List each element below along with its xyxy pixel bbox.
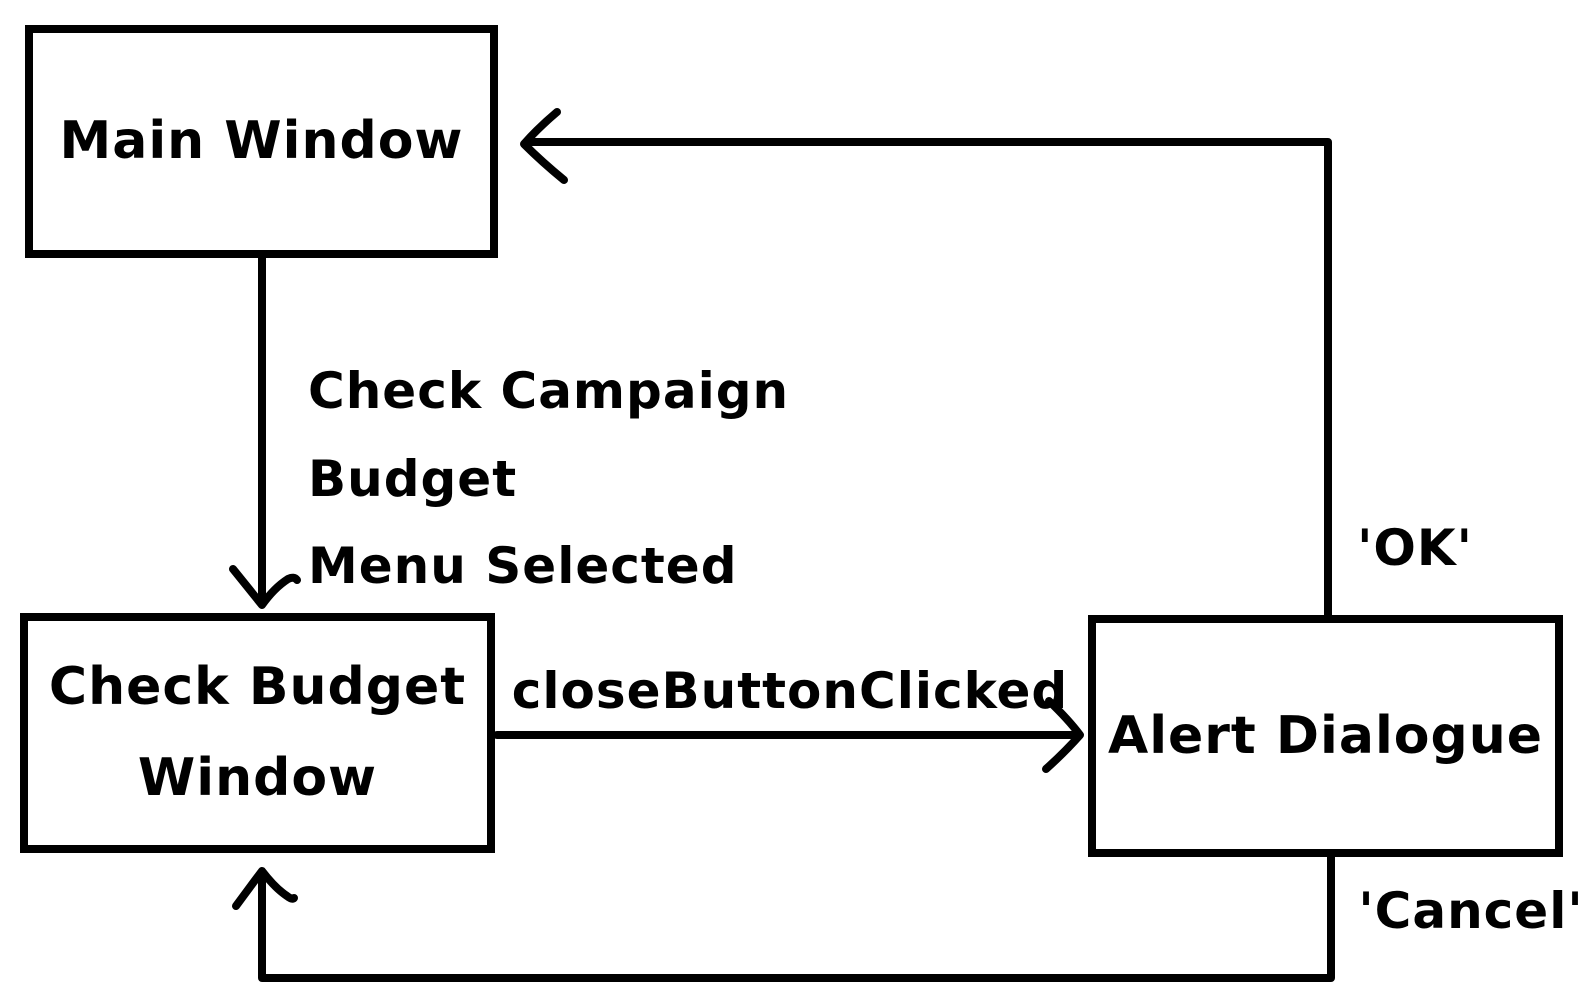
node-check-budget-window-label: Check Budget Window (48, 657, 467, 808)
edge-label-menu-selected: Check Campaign Budget Menu Selected (308, 362, 790, 595)
edge-ok-line (528, 138, 1332, 620)
node-main-window: Main Window (25, 25, 498, 258)
edge-cancel-arrowhead-icon (232, 867, 298, 910)
node-check-budget-window: Check Budget Window (20, 613, 495, 853)
node-alert-dialogue: Alert Dialogue (1088, 615, 1563, 857)
edge-label-close-button-clicked: closeButtonClicked (511, 662, 1069, 720)
edge-cancel-line (258, 852, 1335, 982)
edge-menu-selected-arrowhead-icon (229, 565, 301, 609)
node-main-window-label: Main Window (59, 111, 464, 171)
edge-ok-arrowhead-icon (520, 108, 568, 184)
edge-label-ok: 'OK' (1357, 519, 1473, 577)
edge-close-button-arrowhead-icon (1042, 697, 1084, 773)
node-alert-dialogue-label: Alert Dialogue (1107, 705, 1544, 766)
edge-label-cancel: 'Cancel' (1358, 882, 1584, 940)
